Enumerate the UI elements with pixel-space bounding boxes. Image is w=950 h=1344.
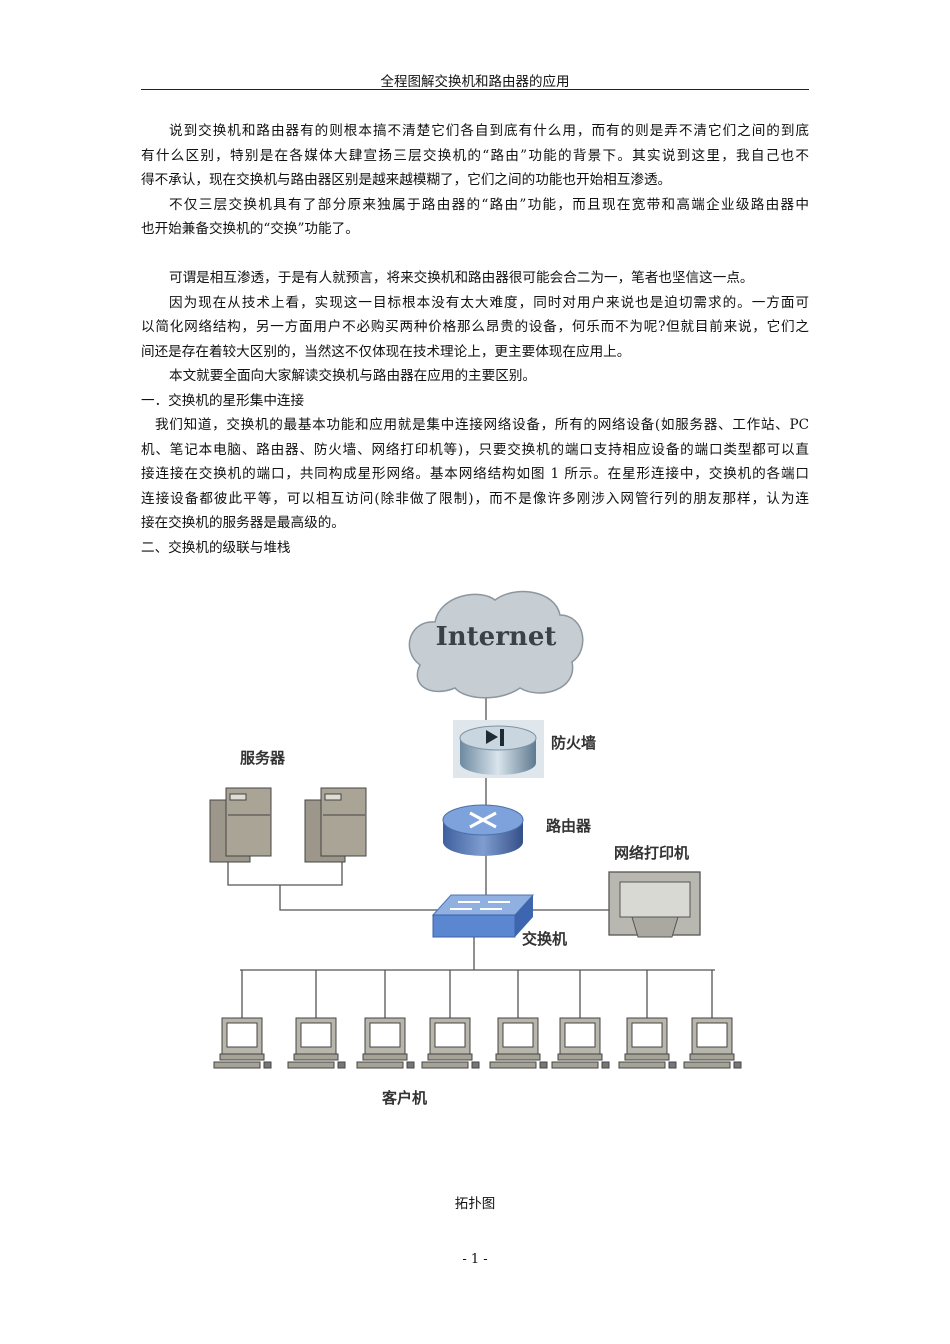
internet-label: Internet [436,622,557,652]
client-pc-icon [421,1017,480,1069]
section-heading: 二、交换机的级联与堆栈 [141,536,809,561]
firewall-label: 防火墙 [551,734,596,752]
client-pc-icon [618,1017,677,1069]
client-pc-icon [551,1017,610,1069]
client-pc-icon [356,1017,415,1069]
client-pc-icon [489,1017,548,1069]
network-topology-diagram: Internet 防火墙 路由器 交换机 网络打印机 服务器 [209,590,742,1107]
header-divider [141,89,809,90]
paragraph: 我们知道，交换机的最基本功能和应用就是集中连接网络设备，所有的网络设备(如服务器… [141,413,809,536]
page-number: - 1 - [462,1252,488,1267]
text-line: 不仅三层交换机具有了部分原来独属于路由器的“路由”功能，而且现在宽带和高端企业级… [169,196,809,213]
text-line: 说到交换机和路由器有的则根本搞不清楚它们各自到底有什么用，而有的则是弄不清它们之… [169,123,809,139]
switch-label: 交换机 [522,930,567,948]
client-pc-icon [213,1017,272,1069]
text-line: 我们知道，交换机的最基本功能和应用就是集中连接网络设备，所有的网络设备(如服务器… [155,417,809,433]
server-icon [209,787,272,863]
text-line: 以简化网络结构，另一方面用户不必购买两种价格那么昂贵的设备，何乐而不为呢?但就目… [141,319,809,335]
paragraph: 可谓是相互渗透，于是有人就预言，将来交换机和路由器很可能会合二为一，笔者也坚信这… [141,266,809,291]
text-line: 因为现在从技术上看，实现这一目标根本没有太大难度，同时对用户来说也是迫切需求的。… [169,294,809,311]
firewall-icon [453,720,544,778]
switch-icon [431,894,535,938]
servers-label: 服务器 [240,749,286,767]
router-label: 路由器 [546,817,592,835]
text-line: 一．交换机的星形集中连接 [141,392,305,409]
text-line: 机、笔记本电脑、路由器、防火墙、网络打印机等)，只要交换机的端口支持相应设备的端… [141,441,809,458]
text-line: 也开始兼备交换机的“交换”功能了。 [141,221,359,237]
text-line: 二、交换机的级联与堆栈 [141,539,291,556]
paragraph: 说到交换机和路由器有的则根本搞不清楚它们各自到底有什么用，而有的则是弄不清它们之… [141,119,809,193]
router-icon [442,804,524,856]
text-line: 可谓是相互渗透，于是有人就预言，将来交换机和路由器很可能会合二为一，笔者也坚信这… [169,270,754,286]
paragraph: 不仅三层交换机具有了部分原来独属于路由器的“路由”功能，而且现在宽带和高端企业级… [141,193,809,242]
page-header-title: 全程图解交换机和路由器的应用 [380,74,570,90]
text-line: 本文就要全面向大家解读交换机与路由器在应用的主要区别。 [169,368,537,384]
text-line: 有什么区别，特别是在各媒体大肆宣扬三层交换机的“路由”功能的背景下。其实说到这里… [141,147,809,164]
blank-line [141,242,809,267]
network-printer-icon [608,871,701,938]
client-pc-icon [683,1017,742,1069]
printer-label: 网络打印机 [614,844,689,862]
client-pc-icon [287,1017,346,1069]
text-line: 得不承认，现在交换机与路由器区别是越来越模糊了，它们之间的功能也开始相互渗透。 [141,172,672,188]
text-line: 接连接在交换机的端口，共同构成星形网络。基本网络结构如图 1 所示。在星形连接中… [141,466,809,482]
document-body: 说到交换机和路由器有的则根本搞不清楚它们各自到底有什么用，而有的则是弄不清它们之… [141,119,809,560]
connection-lines [227,690,715,1018]
clients-label: 客户机 [381,1089,427,1107]
text-line: 接在交换机的服务器是最高级的。 [141,515,345,531]
paragraph: 本文就要全面向大家解读交换机与路由器在应用的主要区别。 [141,364,809,389]
internet-cloud: Internet [408,590,584,699]
paragraph: 因为现在从技术上看，实现这一目标根本没有太大难度，同时对用户来说也是迫切需求的。… [141,291,809,365]
text-line: 间还是存在着较大区别的，当然这不仅体现在技术理论上，更主要体现在应用上。 [141,343,631,360]
text-line: 连接设备都彼此平等，可以相互访问(除非做了限制)，而不是像许多刚涉入网管行列的朋… [141,490,809,507]
figure-caption: 拓扑图 [454,1196,496,1212]
section-heading: 一．交换机的星形集中连接 [141,389,809,414]
server-icon [304,787,367,863]
